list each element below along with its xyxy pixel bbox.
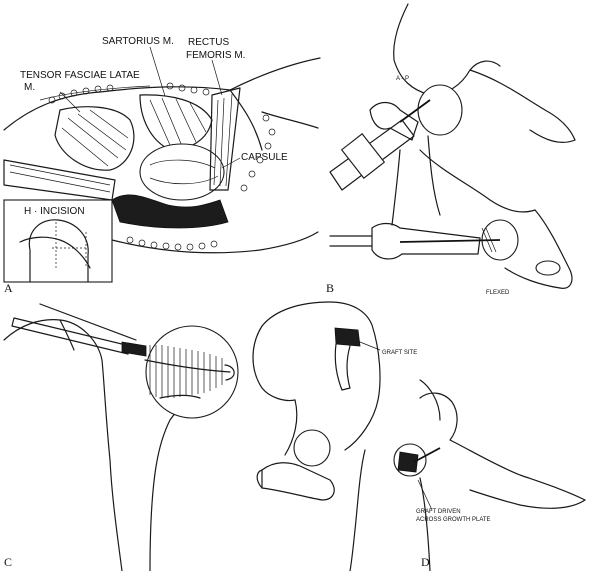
panel-d xyxy=(252,301,586,571)
panel-b-pelvis-flexed-lower xyxy=(504,267,561,289)
label-flexed: FLEXED xyxy=(486,290,510,296)
panel-b-femur-shaft-ap-inner xyxy=(427,135,441,216)
panel-b-drill-bit-flexed xyxy=(399,239,501,243)
panel-b-pelvis-flexed-ischium xyxy=(534,209,573,289)
panel-d-acetabulum-rim xyxy=(419,379,441,421)
panel-a-inset-box xyxy=(3,199,113,283)
leader-sartorius xyxy=(149,46,166,97)
panel-b-pelvis-flexed-upper xyxy=(419,149,536,213)
panel-letter-b: B xyxy=(326,281,334,295)
panel-a-capsule-contour xyxy=(149,159,219,185)
panel-a-h-incision-line xyxy=(52,222,87,268)
panel-letter-d: D xyxy=(421,555,430,569)
panel-c-head-neck-junction xyxy=(159,394,201,399)
panel-a-tensor-muscle xyxy=(54,106,135,171)
panel-a-inset-thigh-contour xyxy=(19,236,91,269)
panel-d-impactor xyxy=(413,447,441,463)
panel-c xyxy=(3,303,239,571)
panel-a-fat-stipple xyxy=(48,82,276,251)
label-rectus: RECTUS xyxy=(188,37,229,48)
panel-b-pelvis-ap-ischium xyxy=(469,69,576,141)
panel-b-drill-collar-ap xyxy=(340,133,386,179)
panel-c-instrument-shaft xyxy=(11,317,131,355)
panel-c-graft-end xyxy=(224,364,235,381)
panel-b-drill-bit-ap xyxy=(399,99,431,123)
label-h-incision: H · INCISION xyxy=(24,206,85,217)
label-graft-driven: GRAFT DRIVEN xyxy=(416,509,461,515)
panel-b-femoral-head-ap xyxy=(417,84,463,136)
panel-c-growth-plate-hatching xyxy=(149,345,223,398)
panel-c-instrument-upper xyxy=(39,303,137,341)
label-across-growth-plate: ACROSS GROWTH PLATE xyxy=(416,517,491,523)
panel-d-driven-graft xyxy=(397,451,419,473)
panel-letter-c: C xyxy=(4,555,12,569)
label-graft-site: GRAFT SITE xyxy=(382,350,417,356)
panel-a-sartorius-fibers xyxy=(149,97,207,147)
panel-d-graft-strip xyxy=(334,343,351,391)
panel-a-rectus-fibers xyxy=(213,93,233,187)
panel-a-tensor-fibers xyxy=(61,109,129,167)
panel-b-drill-sleeve-ap xyxy=(329,119,415,191)
panel-d-ilium-left xyxy=(252,325,296,402)
label-tensor-m: M. xyxy=(24,82,35,93)
panel-a-rectus-tendon xyxy=(209,87,241,191)
panel-a-sartorius-muscle xyxy=(139,94,213,151)
panel-d-pelvis-right-upper xyxy=(419,392,586,501)
panel-a-capsule xyxy=(139,143,225,201)
label-femoris: FEMORIS M. xyxy=(186,50,245,61)
panel-a-right-flap xyxy=(261,111,319,129)
panel-c-instrument-tip xyxy=(121,341,147,357)
panel-b-femur-flexed xyxy=(371,222,481,260)
panel-d-pelvis-right-lower xyxy=(469,489,586,509)
panel-b-drill-tip-flexed xyxy=(481,227,497,253)
label-ap: A - P xyxy=(396,76,409,82)
panel-a-deep-cavity xyxy=(111,194,229,229)
panel-a-skin-edge-top xyxy=(3,57,321,131)
panel-d-femur-left-trochanter xyxy=(256,469,263,489)
panel-c-trochanter-notch xyxy=(59,319,75,351)
panel-b-drill-sleeve-flexed xyxy=(329,235,373,247)
label-capsule: CAPSULE xyxy=(241,152,288,163)
panel-b-obturator-foramen xyxy=(535,260,561,276)
panel-d-graft-site-cut xyxy=(334,327,361,347)
panel-letter-a: A xyxy=(4,281,13,295)
panel-d-femoral-head-left xyxy=(293,429,331,467)
panel-c-femur-medial-outline xyxy=(149,394,205,571)
panel-a-left-retractor-lines xyxy=(9,164,111,193)
panel-d-iliac-lower xyxy=(284,399,298,456)
panel-a-retractor-edge xyxy=(229,89,263,151)
leader-capsule xyxy=(221,157,241,169)
panel-b-pelvis-ap-ischium-lower xyxy=(529,129,576,143)
panel-b-femur-ap-greater-trochanter xyxy=(369,101,419,141)
panel-d-graft-driven-leader xyxy=(417,479,433,511)
label-sartorius: SARTORIUS M. xyxy=(102,36,174,47)
panel-d-femur-left xyxy=(261,462,335,501)
panel-a-inset-hip-outline xyxy=(28,219,89,283)
panel-d-ilium-outline xyxy=(261,301,381,451)
panel-b-pelvis-ap-upper xyxy=(393,3,501,96)
panel-a-left-retractor xyxy=(3,159,116,201)
leader-tensor xyxy=(59,91,81,113)
panel-d-femur-right-outer xyxy=(349,449,366,571)
panel-c-femur-lateral-outline xyxy=(3,319,123,571)
leader-rectus-femoris xyxy=(211,59,223,96)
label-tensor-fasciae-latae: TENSOR FASCIAE LATAE xyxy=(20,70,140,81)
panel-b xyxy=(329,3,576,289)
panel-d-graft-site-leader xyxy=(354,339,381,351)
panel-c-graft-channel xyxy=(144,359,231,373)
panel-a xyxy=(3,57,321,283)
panel-b-femur-shaft-ap xyxy=(391,149,401,226)
panel-d-femur-right-inner xyxy=(419,477,431,571)
